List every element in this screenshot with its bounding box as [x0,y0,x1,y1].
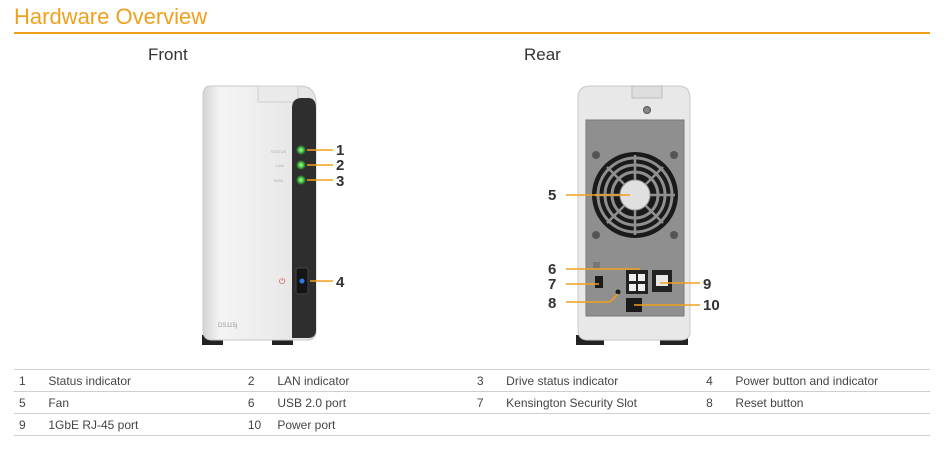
legend-row: 1 Status indicator 2 LAN indicator 3 Dri… [14,369,930,392]
legend-label: Reset button [735,391,930,414]
fan-screw-bl [592,231,600,239]
legend-label: Fan [48,391,243,414]
usb-port-a[interactable] [629,274,636,281]
legend-num: 8 [701,391,736,414]
front-label: Front [148,45,188,64]
disk-led-label: DISK [274,178,284,183]
rear-unit: 5 6 7 8 9 10 [548,85,720,345]
legend-num [701,413,736,436]
legend-label: USB 2.0 port [277,391,472,414]
legend-label: Power port [277,413,472,436]
legend-num: 3 [471,369,507,392]
rear-top-screw [643,106,651,114]
front-panel [292,98,316,338]
callout-3: 3 [336,173,344,190]
legend-num: 10 [242,413,278,436]
legend-num: 7 [471,391,507,414]
page-title: Hardware Overview [14,4,208,29]
legend-label [735,413,930,436]
legend-label: Status indicator [48,369,243,392]
callout-9: 9 [703,276,711,293]
legend-num: 6 [242,391,278,414]
legend-num: 1 [14,369,49,392]
legend-num: 4 [701,369,736,392]
rear-top-tab [631,85,663,99]
rear-callout-lines [566,194,700,306]
callout-7: 7 [548,276,556,293]
legend-row: 9 1GbE RJ-45 port 10 Power port [14,413,930,436]
callout-4: 4 [336,274,345,291]
lan-led-label: LAN [276,163,284,168]
usb-port-b-lower [638,284,645,291]
callout-8: 8 [548,295,556,312]
legend-label: Kensington Security Slot [506,391,702,414]
rear-label: Rear [524,45,561,64]
reset-button[interactable] [615,289,621,295]
legend-num [471,413,507,436]
callout-1: 1 [336,142,344,159]
legend-label: Drive status indicator [506,369,702,392]
front-callout-lines [307,149,333,282]
legend-label: LAN indicator [277,369,472,392]
callout-2: 2 [336,157,344,174]
legend-label [506,413,702,436]
power-led [299,278,305,284]
callout-10: 10 [703,297,720,314]
kensington-slot[interactable] [595,276,603,288]
legend-num: 9 [14,413,49,436]
fan-screw-tr [670,151,678,159]
legend-num: 2 [242,369,278,392]
front-unit: STATUS LAN DISK ⏻ DS115j 1 2 3 4 [202,85,345,345]
usb-port-a-lower [629,284,636,291]
power-icon: ⏻ [279,277,286,286]
status-led [296,145,306,155]
drive-led [296,175,306,185]
rj45-port-socket [656,275,668,286]
legend-num: 5 [14,391,49,414]
fan-screw-tl [592,151,600,159]
fan-screw-br [670,231,678,239]
callout-6: 6 [548,261,556,278]
front-chassis [202,85,317,341]
fan [592,151,678,239]
legend-row: 5 Fan 6 USB 2.0 port 7 Kensington Securi… [14,391,930,414]
front-top-tab [257,85,299,103]
legend-label: 1GbE RJ-45 port [48,413,243,436]
usb-port-b[interactable] [638,274,645,281]
label-marker [593,262,600,268]
component-legend-table: 1 Status indicator 2 LAN indicator 3 Dri… [14,369,930,436]
title-underline [14,32,930,34]
lan-led [296,160,306,170]
status-led-label: STATUS [271,149,287,154]
legend-label: Power button and indicator [735,369,930,392]
model-label: DS115j [218,323,237,329]
hardware-diagram: STATUS LAN DISK ⏻ DS115j 1 2 3 4 [202,85,720,345]
callout-5: 5 [548,187,556,204]
